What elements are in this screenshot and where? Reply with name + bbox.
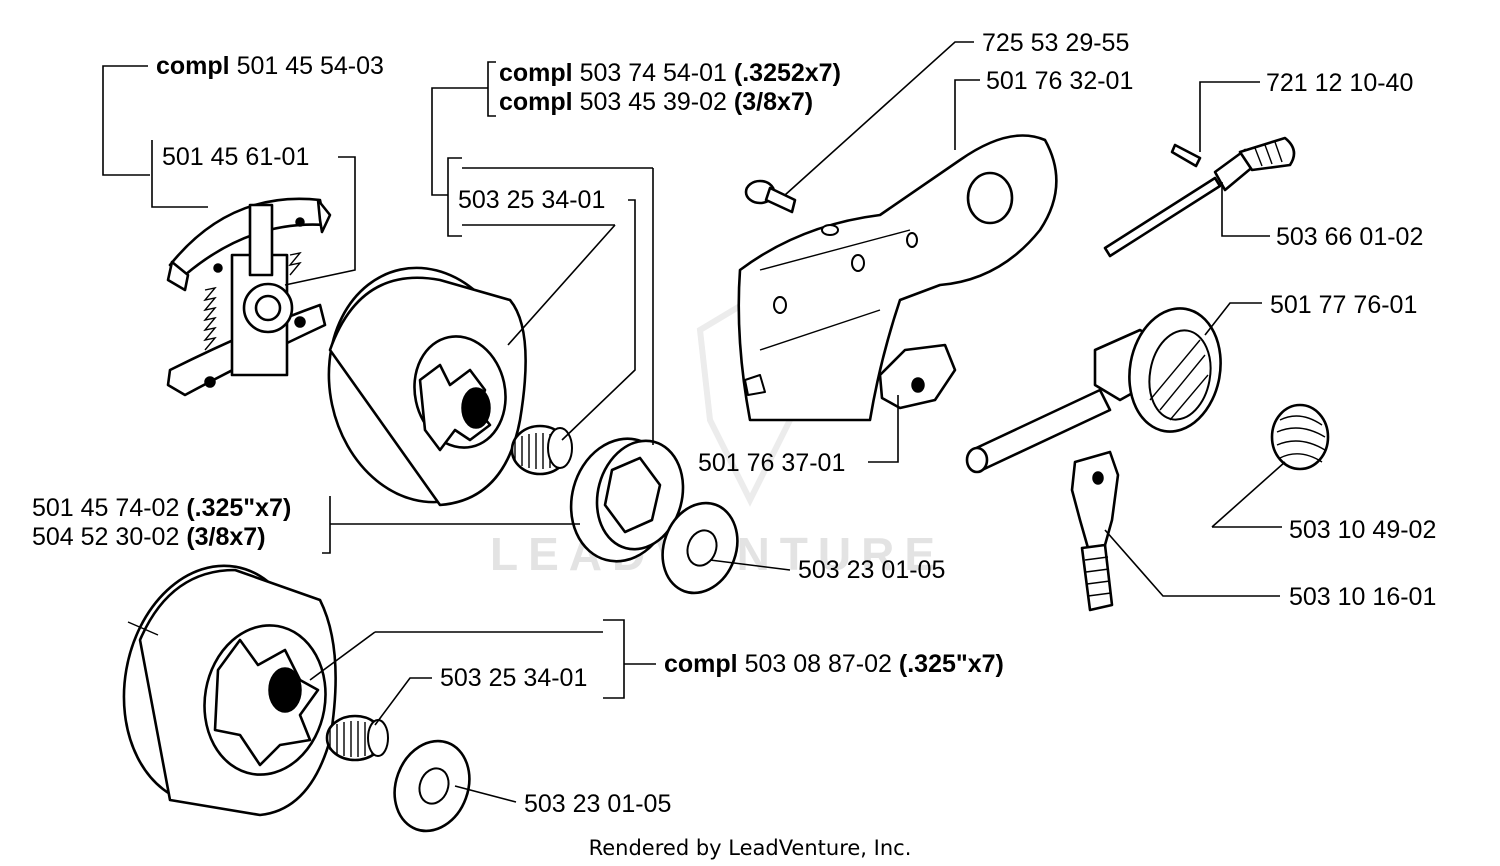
oil-pump-illustration	[965, 307, 1222, 474]
needle-bearing-lower	[325, 714, 389, 762]
label-drum-compl-2: compl 503 45 39-02 (3/8x7)	[499, 88, 813, 116]
label-rim-1: 501 45 74-02 (.325"x7)	[32, 494, 291, 522]
adjuster-illustration	[1103, 136, 1296, 258]
label-spring: 503 10 49-02	[1289, 516, 1436, 544]
label-rim-2: 504 52 30-02 (3/8x7)	[32, 523, 266, 551]
part-labels: compl 501 45 54-03 501 45 61-01 compl 50…	[32, 29, 1436, 818]
rim-sprocket	[569, 437, 685, 563]
hose-illustration	[1070, 450, 1120, 612]
label-clutch-shoe: 501 45 61-01	[162, 143, 309, 171]
washer-lower	[393, 739, 471, 833]
label-drum-compl-3: compl 503 08 87-02 (.325"x7)	[664, 650, 1004, 678]
clutch-drum-lower	[122, 564, 337, 817]
label-drum-compl-1: compl 503 74 54-01 (.3252x7)	[499, 59, 841, 87]
label-clutch-compl: compl 501 45 54-03	[156, 52, 384, 80]
clutch-illustration	[166, 197, 332, 397]
footer-credit: Rendered by LeadVenture, Inc.	[589, 836, 912, 860]
needle-bearing-upper	[510, 424, 573, 476]
clutch-drum-upper	[327, 266, 527, 507]
guide-plate-illustration	[737, 134, 1058, 422]
label-hose: 503 10 16-01	[1289, 583, 1436, 611]
label-adjuster: 503 66 01-02	[1276, 223, 1423, 251]
label-screw: 725 53 29-55	[982, 29, 1129, 57]
washer-upper	[661, 501, 739, 595]
label-pin: 721 12 10-40	[1266, 69, 1413, 97]
label-bearing-2: 503 25 34-01	[440, 664, 587, 692]
screw-illustration	[744, 179, 797, 214]
spring-illustration	[1270, 403, 1330, 471]
pin-illustration	[1170, 143, 1202, 168]
label-washer-1: 503 23 01-05	[798, 556, 945, 584]
label-washer-2: 503 23 01-05	[524, 790, 671, 818]
bracket-illustration	[878, 343, 957, 410]
label-bearing-1: 503 25 34-01	[458, 186, 605, 214]
label-guide-plate: 501 76 32-01	[986, 67, 1133, 95]
label-bracket: 501 76 37-01	[698, 449, 845, 477]
label-oil-pump: 501 77 76-01	[1270, 291, 1417, 319]
leader-lines	[102, 41, 1286, 803]
